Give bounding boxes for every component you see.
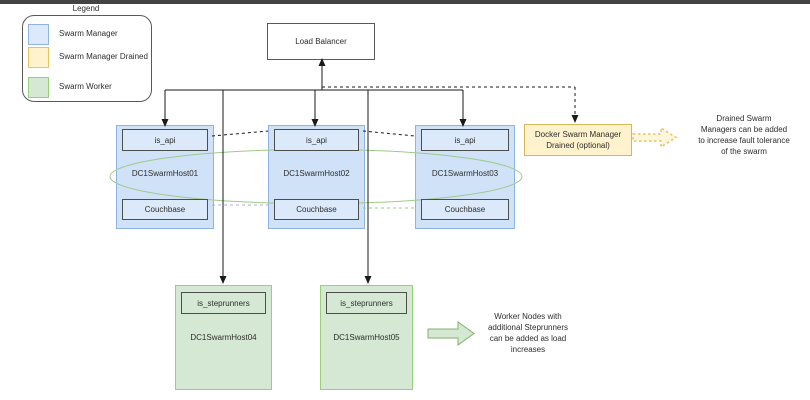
drained-manager-note: Drained Swarm Managers can be added to i… xyxy=(698,114,790,156)
load-balancer-node[interactable]: Load Balancer xyxy=(267,23,375,60)
host-name: DC1SwarmHost01 xyxy=(131,169,199,178)
service-label: is_api xyxy=(454,135,476,145)
manager-node-dc1swarmhost01[interactable]: is_api DC1SwarmHost01 Couchbase xyxy=(116,125,214,229)
is-steprunners-service-box[interactable]: is_steprunners xyxy=(326,292,407,314)
is-api-link-2-3 xyxy=(362,130,416,137)
service-label: Couchbase xyxy=(144,205,186,214)
manager-node-dc1swarmhost03[interactable]: is_api DC1SwarmHost03 Couchbase xyxy=(415,125,515,229)
worker-node-dc1swarmhost05[interactable]: is_steprunners DC1SwarmHost05 xyxy=(320,285,413,390)
legend-box: Swarm Manager Swarm Manager Drained Swar… xyxy=(22,15,152,102)
legend-item-label: Swarm Manager xyxy=(59,29,118,38)
swarm-worker-color-swatch xyxy=(28,77,49,98)
service-label: is_steprunners xyxy=(340,298,393,308)
legend-item-label: Swarm Manager Drained xyxy=(59,52,148,61)
host-name: DC1SwarmHost04 xyxy=(190,333,257,342)
service-label: is_steprunners xyxy=(197,298,250,308)
legend-item-label: Swarm Worker xyxy=(59,82,112,91)
couchbase-service-box[interactable]: Couchbase xyxy=(274,199,359,220)
arrowhead-down-worker2 xyxy=(364,276,372,284)
worker-note-arrow-icon xyxy=(427,321,475,346)
arrowhead-down-worker1 xyxy=(219,276,227,284)
is-api-service-box[interactable]: is_api xyxy=(122,129,208,151)
host-name: DC1SwarmHost03 xyxy=(431,169,499,178)
manager-node-dc1swarmhost02[interactable]: is_api DC1SwarmHost02 Couchbase xyxy=(268,125,365,229)
service-label: is_api xyxy=(154,135,176,145)
service-label: is_api xyxy=(306,135,327,145)
worker-node-dc1swarmhost04[interactable]: is_steprunners DC1SwarmHost04 xyxy=(175,285,272,390)
couchbase-service-box[interactable]: Couchbase xyxy=(421,199,509,220)
drained-note-arrow-icon xyxy=(632,126,678,149)
service-label: Couchbase xyxy=(444,205,486,214)
drained-manager-label: Docker Swarm Manager Drained (optional) xyxy=(534,130,622,150)
is-api-link-1-2 xyxy=(211,130,269,137)
is-api-service-box[interactable]: is_api xyxy=(274,129,359,151)
is-steprunners-service-box[interactable]: is_steprunners xyxy=(181,292,266,314)
dashed-connectors xyxy=(211,86,576,137)
swarm-manager-color-swatch xyxy=(28,24,49,45)
arrowhead-down-drained xyxy=(571,115,579,123)
service-label: Couchbase xyxy=(296,205,337,214)
window-top-edge xyxy=(0,0,810,4)
drained-manager-node[interactable]: Docker Swarm Manager Drained (optional) xyxy=(524,124,632,156)
host-name: DC1SwarmHost02 xyxy=(283,169,350,178)
arrowheads xyxy=(161,58,579,284)
host-name: DC1SwarmHost05 xyxy=(333,333,400,342)
worker-scaling-note: Worker Nodes with additional Steprunners… xyxy=(487,312,569,354)
is-api-service-box[interactable]: is_api xyxy=(421,129,509,151)
couchbase-service-box[interactable]: Couchbase xyxy=(122,199,208,220)
legend-title: Legend xyxy=(72,4,100,13)
swarm-manager-drained-color-swatch xyxy=(28,47,49,68)
load-balancer-label: Load Balancer xyxy=(295,37,347,46)
